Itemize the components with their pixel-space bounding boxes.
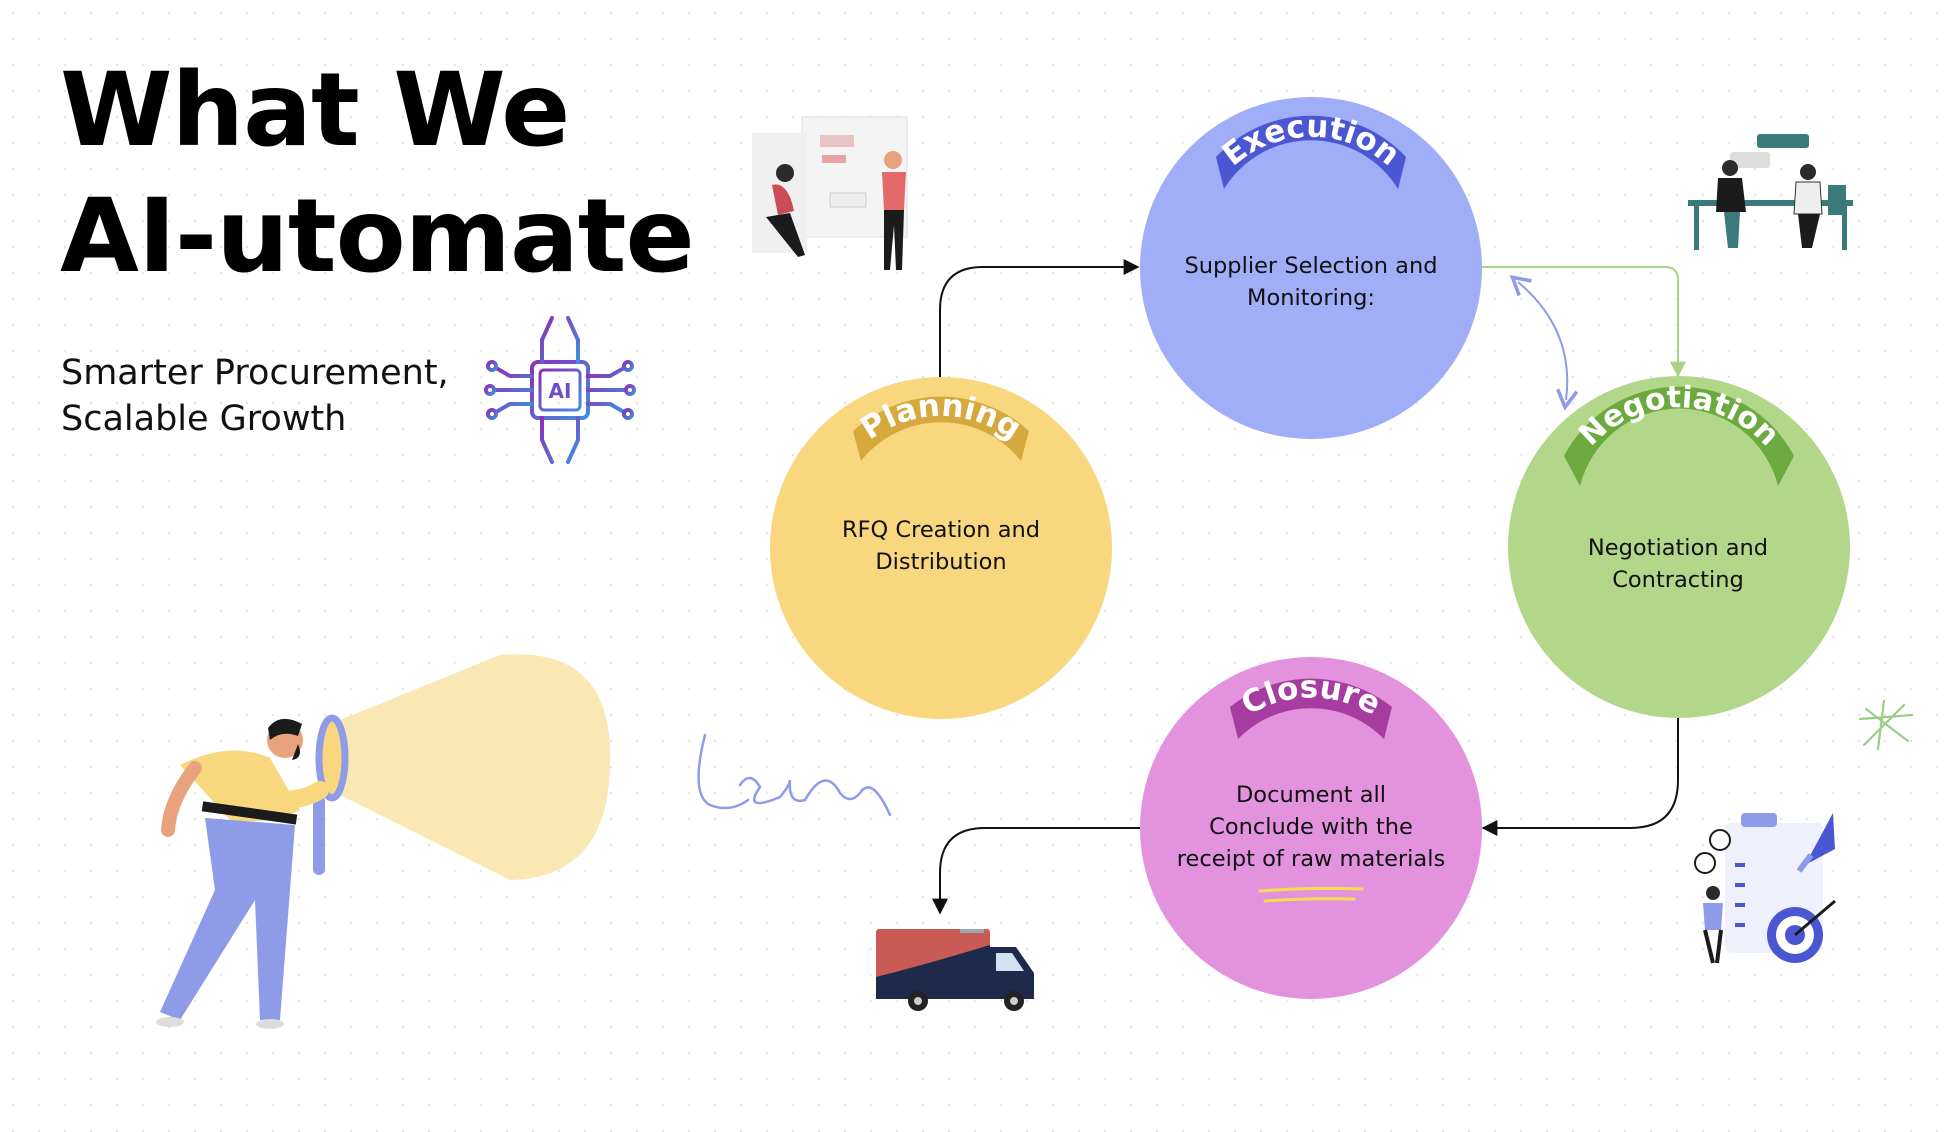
closure-to-truck-arrow — [940, 828, 1140, 913]
person-left-arm — [168, 768, 195, 830]
person-right-arm — [280, 790, 320, 800]
meeting-people-illustration — [1680, 130, 1855, 255]
planning-to-execution-arrow — [940, 267, 1138, 378]
star-doodle — [1856, 697, 1916, 753]
light-beam — [340, 654, 610, 880]
negotiation-desc-line-1: Negotiation and — [1537, 532, 1819, 564]
person-pants — [160, 818, 295, 1020]
flashlight-handle — [313, 795, 325, 875]
flashlight-person-illustration — [120, 640, 620, 1040]
closure-description: Document all Conclude with the receipt o… — [1170, 779, 1452, 875]
negotiation-to-closure-arrow — [1483, 718, 1678, 828]
negotiation-desc-line-2: Contracting — [1537, 564, 1819, 596]
execution-description: Supplier Selection and Monitoring: — [1170, 250, 1452, 314]
execution-desc-line-2: Monitoring: — [1170, 282, 1452, 314]
planning-description: RFQ Creation and Distribution — [800, 514, 1082, 578]
planning-desc-line-1: RFQ Creation and — [800, 514, 1082, 546]
closure-desc-line-1: Document all — [1170, 779, 1452, 811]
target-rocket-illustration — [1685, 805, 1845, 970]
closure-desc-line-3: receipt of raw materials — [1170, 843, 1452, 875]
execution-desc-line-1: Supplier Selection and — [1170, 250, 1452, 282]
closure-desc-line-2: Conclude with the — [1170, 811, 1452, 843]
whiteboard-people-illustration — [750, 115, 935, 275]
execution-to-negotiation-arrow — [1482, 267, 1678, 376]
planning-desc-line-2: Distribution — [800, 546, 1082, 578]
scribble-doodle — [690, 725, 900, 835]
negotiation-description: Negotiation and Contracting — [1537, 532, 1819, 596]
delivery-truck-icon — [874, 925, 1042, 1015]
